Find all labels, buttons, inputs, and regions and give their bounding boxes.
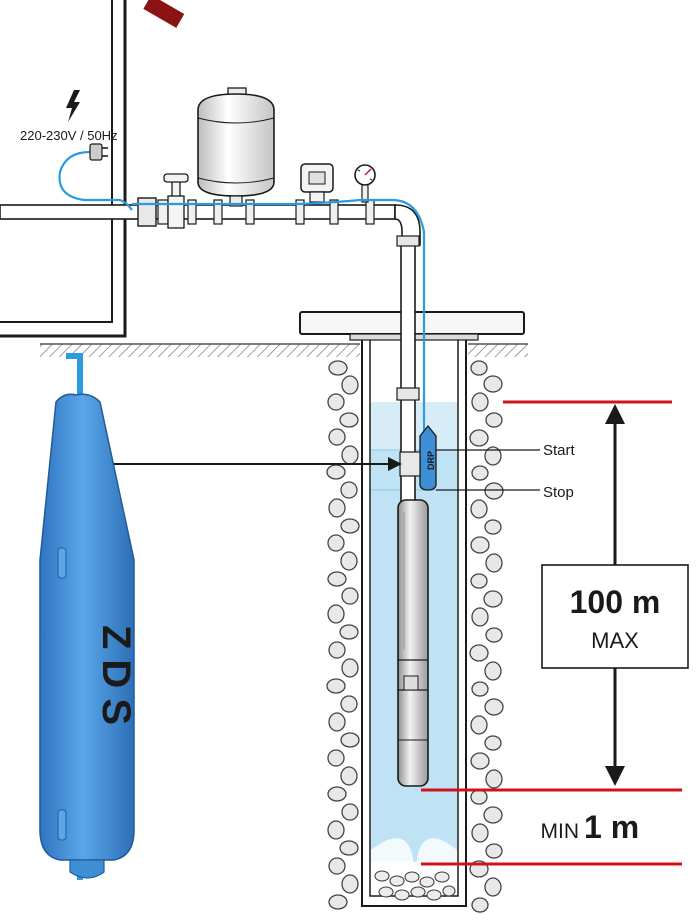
submersible-pump (397, 499, 429, 787)
riser-pipe (396, 239, 420, 521)
gravel-right (469, 360, 504, 913)
pressure-tank (197, 87, 275, 207)
depth-arrow (605, 404, 625, 786)
plug-icon (89, 143, 108, 161)
stop-label: Stop (543, 484, 574, 501)
voltage-label: 220-230V / 50Hz (20, 128, 118, 143)
power-cable (58, 150, 426, 420)
sensor-brand-text: ZDS (94, 625, 138, 735)
ground-surface (40, 343, 528, 357)
max-depth-word: MAX (591, 628, 639, 653)
pointer-arrow (114, 457, 402, 471)
max-depth-box (541, 564, 689, 669)
gravel-left (326, 360, 360, 910)
horizontal-pipe (0, 197, 421, 247)
level-sensor-in-well (399, 420, 437, 491)
max-depth-value: 100 m (570, 584, 661, 620)
sensor-closeup (39, 353, 135, 880)
min-word: MIN (541, 820, 580, 843)
house-outline (0, 0, 185, 338)
drp-badge: DRP (426, 451, 436, 470)
pressure-switch (300, 163, 334, 203)
pressure-gauge-icon (354, 164, 376, 203)
valve-icon (163, 173, 189, 229)
well-bottom-gravel (374, 870, 456, 901)
start-label: Start (543, 442, 576, 459)
min-value: 1 m (584, 809, 639, 845)
lightning-icon (66, 90, 80, 122)
